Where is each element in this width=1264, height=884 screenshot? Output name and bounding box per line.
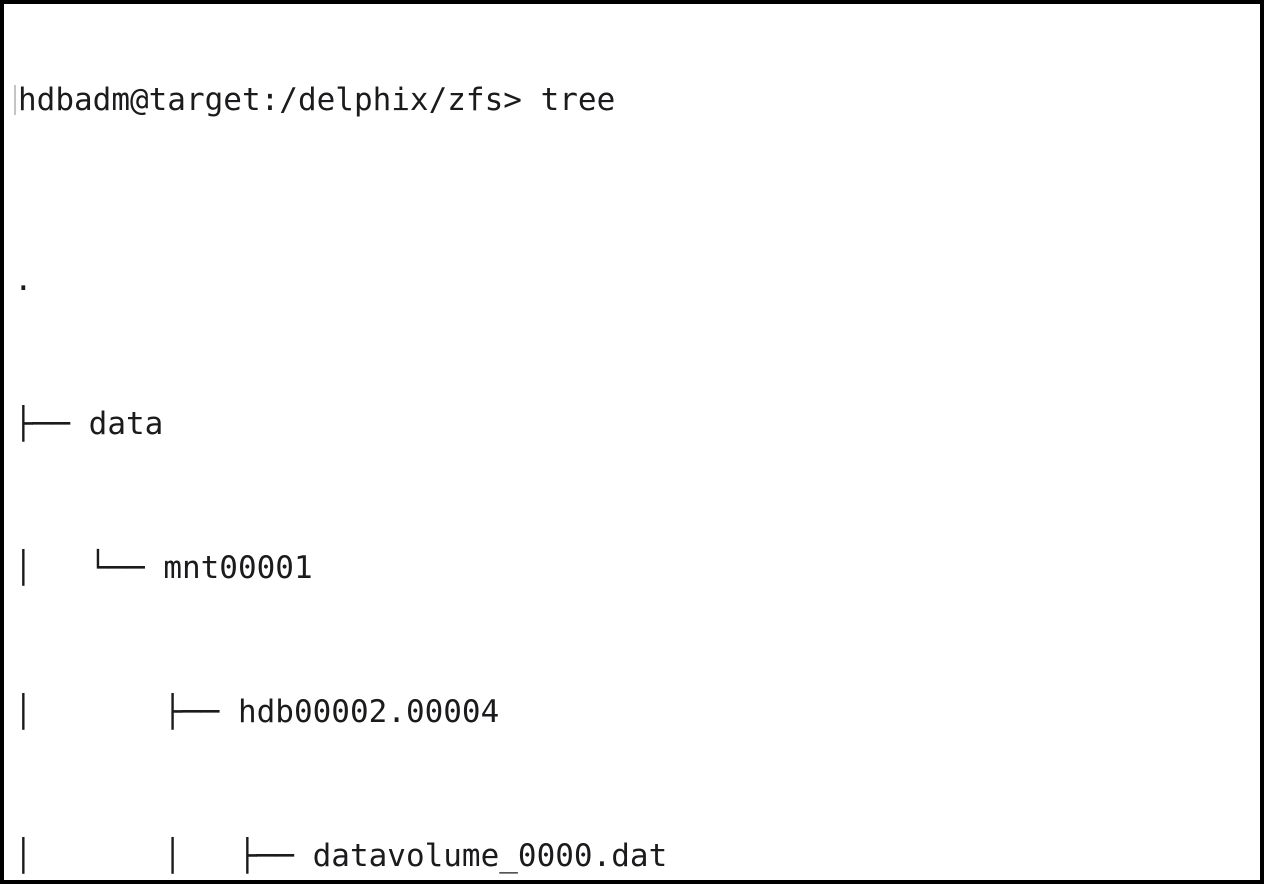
tree-row-directory: │ ├── hdb00002.00004: [14, 694, 1252, 730]
command-text: tree: [540, 82, 616, 118]
shell-prompt: hdbadm@target:/delphix/zfs>: [18, 82, 522, 118]
tree-branch-prefix: │ └──: [14, 550, 164, 586]
text-cursor: [14, 85, 16, 115]
tree-branch-prefix: │ ├──: [14, 694, 238, 730]
tree-branch-prefix: ├──: [14, 406, 89, 442]
tree-row-file: │ │ ├── datavolume_0000.dat: [14, 838, 1252, 874]
directory-name: hdb00002.00004: [237, 694, 500, 730]
tree-output: . ├── data │ └── mnt00001 │ ├── hdb00002…: [14, 190, 1252, 880]
tree-row-directory: │ └── mnt00001: [14, 550, 1252, 586]
directory-name: mnt00001: [163, 550, 313, 586]
root-marker: .: [14, 262, 33, 298]
tree-row-directory: ├── data: [14, 406, 1252, 442]
prompt-line: hdbadm@target:/delphix/zfs> tree: [14, 82, 1252, 118]
tree-row-root: .: [14, 262, 1252, 298]
file-name: datavolume_0000.dat: [312, 838, 668, 874]
directory-name: data: [88, 406, 164, 442]
tree-branch-prefix: │ │ ├──: [14, 838, 313, 874]
